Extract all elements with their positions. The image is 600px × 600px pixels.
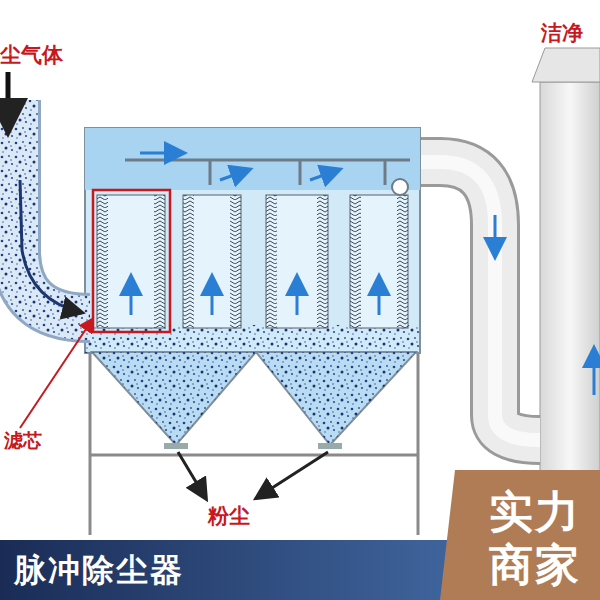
banner-text: 脉冲除尘器	[14, 551, 184, 589]
badge-text: 实力 商家	[487, 486, 583, 592]
title-banner: 脉冲除尘器	[0, 540, 450, 600]
callout-label: 洁净	[541, 22, 583, 45]
callout-label: 滤芯	[4, 430, 42, 451]
callout-label: 粉尘	[208, 505, 250, 528]
callout-label: 尘气体	[0, 44, 63, 67]
badge-box: 实力 商家	[470, 478, 600, 600]
